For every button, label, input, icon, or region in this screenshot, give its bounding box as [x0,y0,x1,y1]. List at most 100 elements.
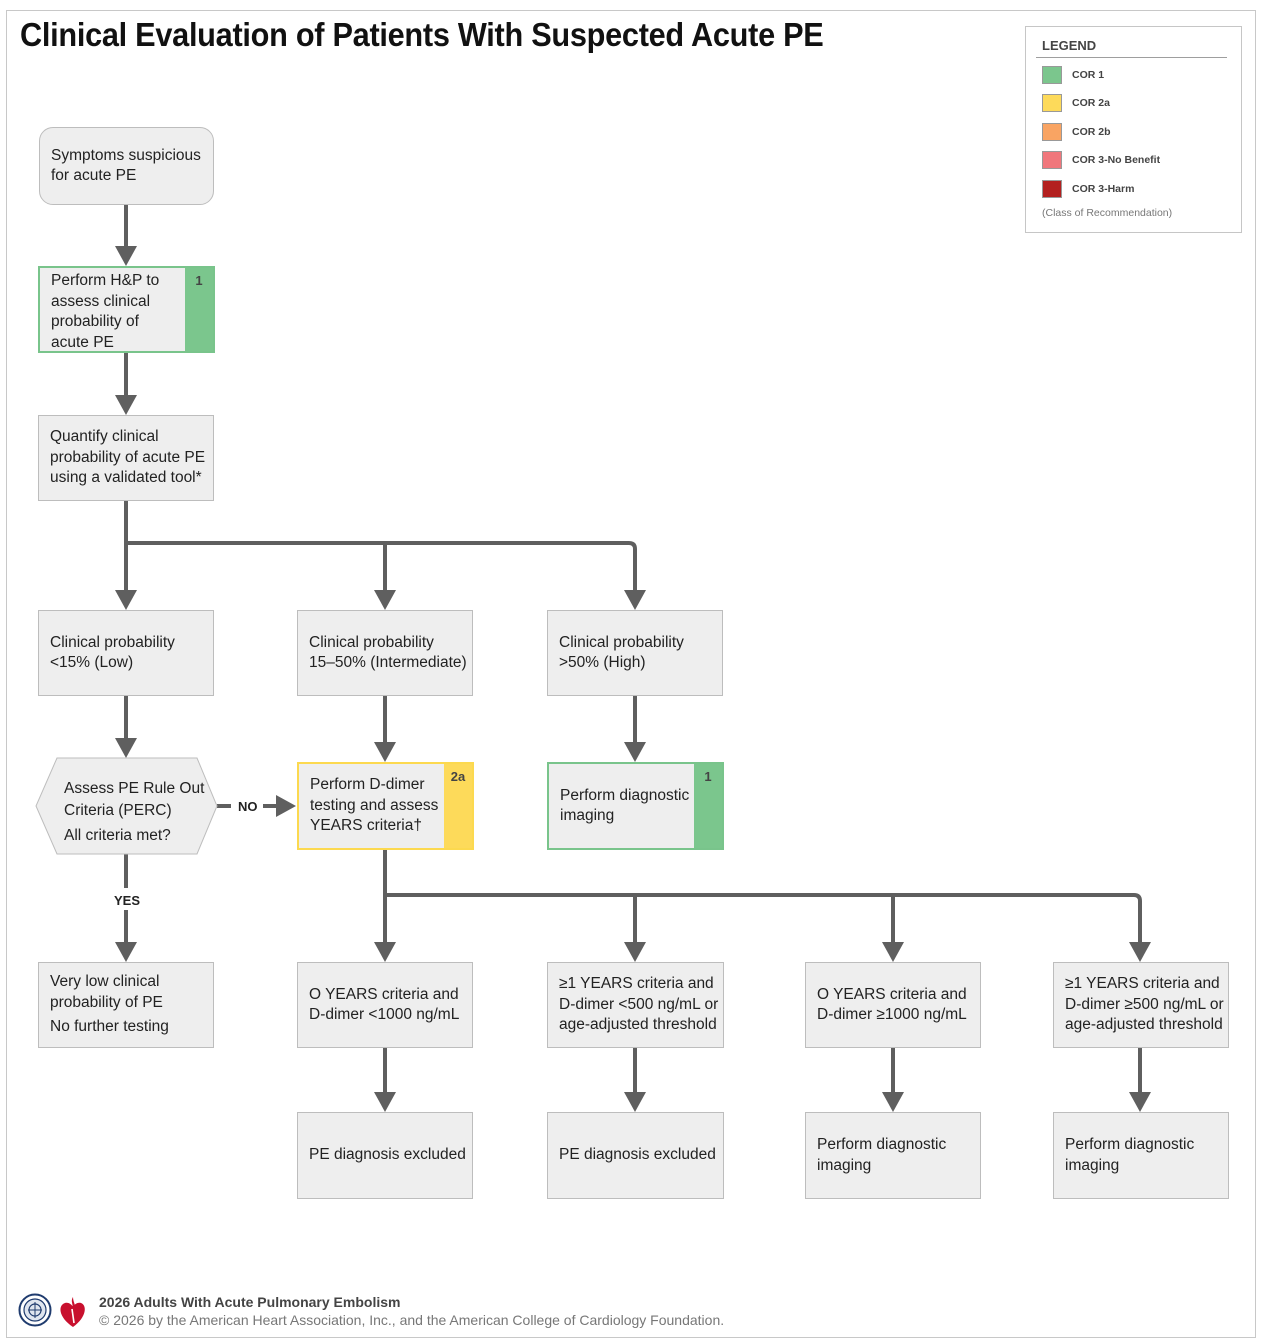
node-hp: Perform H&P to assess clinical probabili… [38,266,215,353]
node-text: <15% (Low) [50,654,134,671]
arrowhead [115,590,137,610]
edge-label-no: NO [238,799,258,814]
node-text: probability of acute PE [50,448,206,466]
node-ddimer: Perform D-dimer testing and assess YEARS… [297,762,474,850]
legend-item-cor-3-harm: COR 3-Harm [1042,179,1134,199]
node-text: Perform diagnostic [817,1136,947,1153]
node-text: Criteria (PERC) [64,802,172,819]
node-text: D-dimer <500 ng/mL or [559,995,719,1013]
node-text: PE diagnosis excluded [309,1146,466,1164]
cor-badge: 2a [444,764,472,848]
node-very-low: Very low clinical probability of PE No f… [38,962,214,1048]
node-years1-ge500: ≥1 YEARS criteria and D-dimer ≥500 ng/mL… [1053,962,1229,1048]
node-text: Very low clinical [50,973,160,991]
node-text: ≥1 YEARS criteria and [559,975,714,993]
arrowhead [276,795,296,817]
arrowhead [374,590,396,610]
node-text: >50% (High) [559,654,646,671]
legend-item-cor-3-no-benefit: COR 3-No Benefit [1042,150,1160,170]
node-text: probability of PE [50,993,163,1011]
arrowhead [624,1092,646,1112]
node-text: O YEARS criteria and [817,985,967,1003]
node-text: YEARS criteria† [310,817,422,835]
legend: LEGEND COR 1 COR 2a COR 2b COR 3-No Bene… [1025,26,1242,233]
arrowhead [882,942,904,962]
arrowhead [1129,942,1151,962]
footer-logos [18,1293,85,1327]
cor-badge: 1 [694,764,722,848]
legend-swatch-cor-3-no-benefit [1042,151,1062,169]
connector-quantify-branch [126,541,637,592]
legend-item-cor-2a: COR 2a [1042,93,1110,113]
node-text: D-dimer ≥500 ng/mL or [1065,995,1224,1013]
legend-swatch-cor-2a [1042,94,1062,112]
aha-heart-torch-icon [60,1297,85,1327]
node-imaging-4: Perform diagnostic imaging [1053,1112,1229,1199]
node-text: Perform diagnostic [1065,1136,1195,1153]
node-text: assess clinical [51,292,151,310]
node-years1-lt500: ≥1 YEARS criteria and D-dimer <500 ng/mL… [547,962,724,1048]
node-intermediate-probability: Clinical probability 15–50% (Intermediat… [297,610,473,696]
arrowhead [115,738,137,758]
node-excluded-2: PE diagnosis excluded [547,1112,724,1199]
node-text: using a validated tool* [50,469,202,487]
node-years0-ge1000: O YEARS criteria and D-dimer ≥1000 ng/mL [805,962,981,1048]
arrowhead [374,1092,396,1112]
arrowhead [1129,1092,1151,1112]
legend-label: COR 1 [1072,69,1105,81]
node-years0-lt1000: O YEARS criteria and D-dimer <1000 ng/mL [297,962,473,1048]
legend-swatch-cor-3-harm [1042,180,1062,198]
node-quantify: Quantify clinical probability of acute P… [38,415,214,501]
node-text: O YEARS criteria and [309,985,459,1003]
node-excluded-1: PE diagnosis excluded [297,1112,473,1199]
arrowhead [115,942,137,962]
node-text: PE diagnosis excluded [559,1146,716,1164]
node-high-probability: Clinical probability >50% (High) [547,610,723,696]
edge-label-yes: YES [114,893,141,908]
footer-copyright: © 2026 by the American Heart Association… [99,1312,725,1328]
node-imaging-high: Perform diagnostic imaging 1 [547,762,724,850]
arrowhead [624,942,646,962]
figure-title: Clinical Evaluation of Patients With Sus… [20,16,824,53]
legend-swatch-cor-1 [1042,66,1062,84]
node-imaging-3: Perform diagnostic imaging [805,1112,981,1199]
legend-label: COR 3-No Benefit [1072,154,1161,166]
node-text: Perform diagnostic [560,786,690,804]
arrowhead [882,1092,904,1112]
node-text: No further testing [50,1018,169,1036]
node-text: Symptoms suspicious [51,146,201,164]
arrowhead [115,395,137,415]
node-text: D-dimer <1000 ng/mL [309,1006,460,1023]
cor-badge: 1 [185,268,213,351]
node-text: imaging [560,807,615,824]
node-text: Quantify clinical [50,428,159,446]
node-low-probability: Clinical probability <15% (Low) [38,610,214,696]
legend-label: COR 3-Harm [1072,183,1135,195]
legend-swatch-cor-2b [1042,123,1062,141]
figure-frame [6,10,1256,1338]
acc-seal-icon [18,1293,52,1327]
node-text: Clinical probability [309,633,434,651]
legend-note: (Class of Recommendation) [1042,207,1173,219]
perc-decision-shape [35,757,218,855]
node-symptoms: Symptoms suspicious for acute PE [39,127,214,205]
node-text: imaging [817,1156,872,1174]
node-text: ≥1 YEARS criteria and [1065,975,1220,993]
legend-label: COR 2a [1072,97,1110,109]
arrowhead [374,742,396,762]
node-text: 15–50% (Intermediate) [309,654,467,671]
arrowhead [374,942,396,962]
node-text: Perform D-dimer [310,776,425,794]
connector-ddimer-branch [385,893,1142,944]
node-text: D-dimer ≥1000 ng/mL [817,1006,967,1023]
node-text: Clinical probability [559,633,684,651]
arrowhead [624,742,646,762]
arrowhead [115,246,137,266]
node-text: testing and assess [310,796,439,814]
node-text: acute PE [51,333,114,351]
legend-title: LEGEND [1042,38,1097,53]
node-text: Assess PE Rule Out [64,780,205,797]
node-text: Clinical probability [50,633,175,651]
node-text: Perform H&P to [51,272,160,289]
